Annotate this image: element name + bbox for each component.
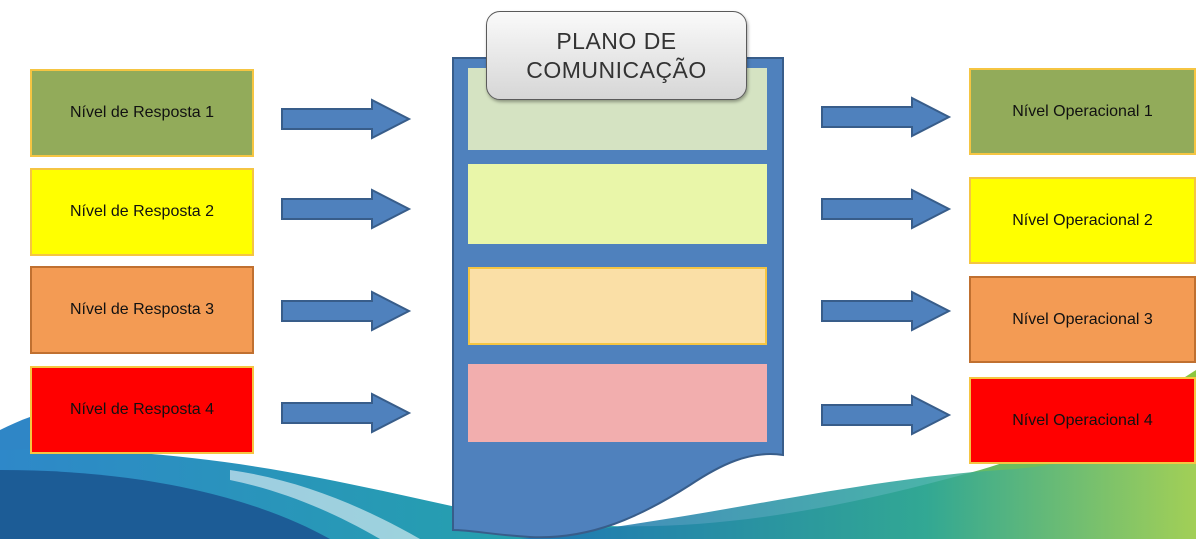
response-level-2-label: Nível de Resposta 2 <box>69 203 215 220</box>
arrow-right-icon <box>821 188 952 230</box>
operational-level-4-label: Nível Operacional 4 <box>1012 411 1153 429</box>
document-band-3 <box>468 267 767 345</box>
arrow-right-icon <box>821 290 952 332</box>
operational-level-3-label: Nível Operacional 3 <box>1012 310 1153 328</box>
response-level-3: Nível de Resposta 3 <box>30 266 254 354</box>
response-level-3-label: Nível de Resposta 3 <box>69 301 215 318</box>
plan-title-line-2: COMUNICAÇÃO <box>526 56 707 83</box>
arrow-right-icon <box>281 392 412 434</box>
operational-level-4: Nível Operacional 4 <box>969 377 1196 464</box>
arrow-right-icon <box>281 188 412 230</box>
document-band-4 <box>468 364 767 442</box>
operational-level-1: Nível Operacional 1 <box>969 68 1196 155</box>
arrow-right-icon <box>821 394 952 436</box>
arrow-right-icon <box>821 96 952 138</box>
operational-level-1-label: Nível Operacional 1 <box>1012 102 1153 120</box>
arrow-right-icon <box>281 98 412 140</box>
operational-level-2: Nível Operacional 2 <box>969 177 1196 264</box>
document-band-2 <box>468 164 767 244</box>
operational-level-3: Nível Operacional 3 <box>969 276 1196 363</box>
arrow-right-icon <box>281 290 412 332</box>
response-level-4-label: Nível de Resposta 4 <box>69 401 215 418</box>
response-level-2: Nível de Resposta 2 <box>30 168 254 256</box>
response-level-4: Nível de Resposta 4 <box>30 366 254 454</box>
operational-level-2-label: Nível Operacional 2 <box>1012 211 1153 229</box>
plan-title-line-1: PLANO DE <box>556 27 677 54</box>
response-level-1-label: Nível de Resposta 1 <box>69 104 215 121</box>
response-level-1: Nível de Resposta 1 <box>30 69 254 157</box>
plan-title-box: PLANO DE COMUNICAÇÃO <box>486 11 747 100</box>
